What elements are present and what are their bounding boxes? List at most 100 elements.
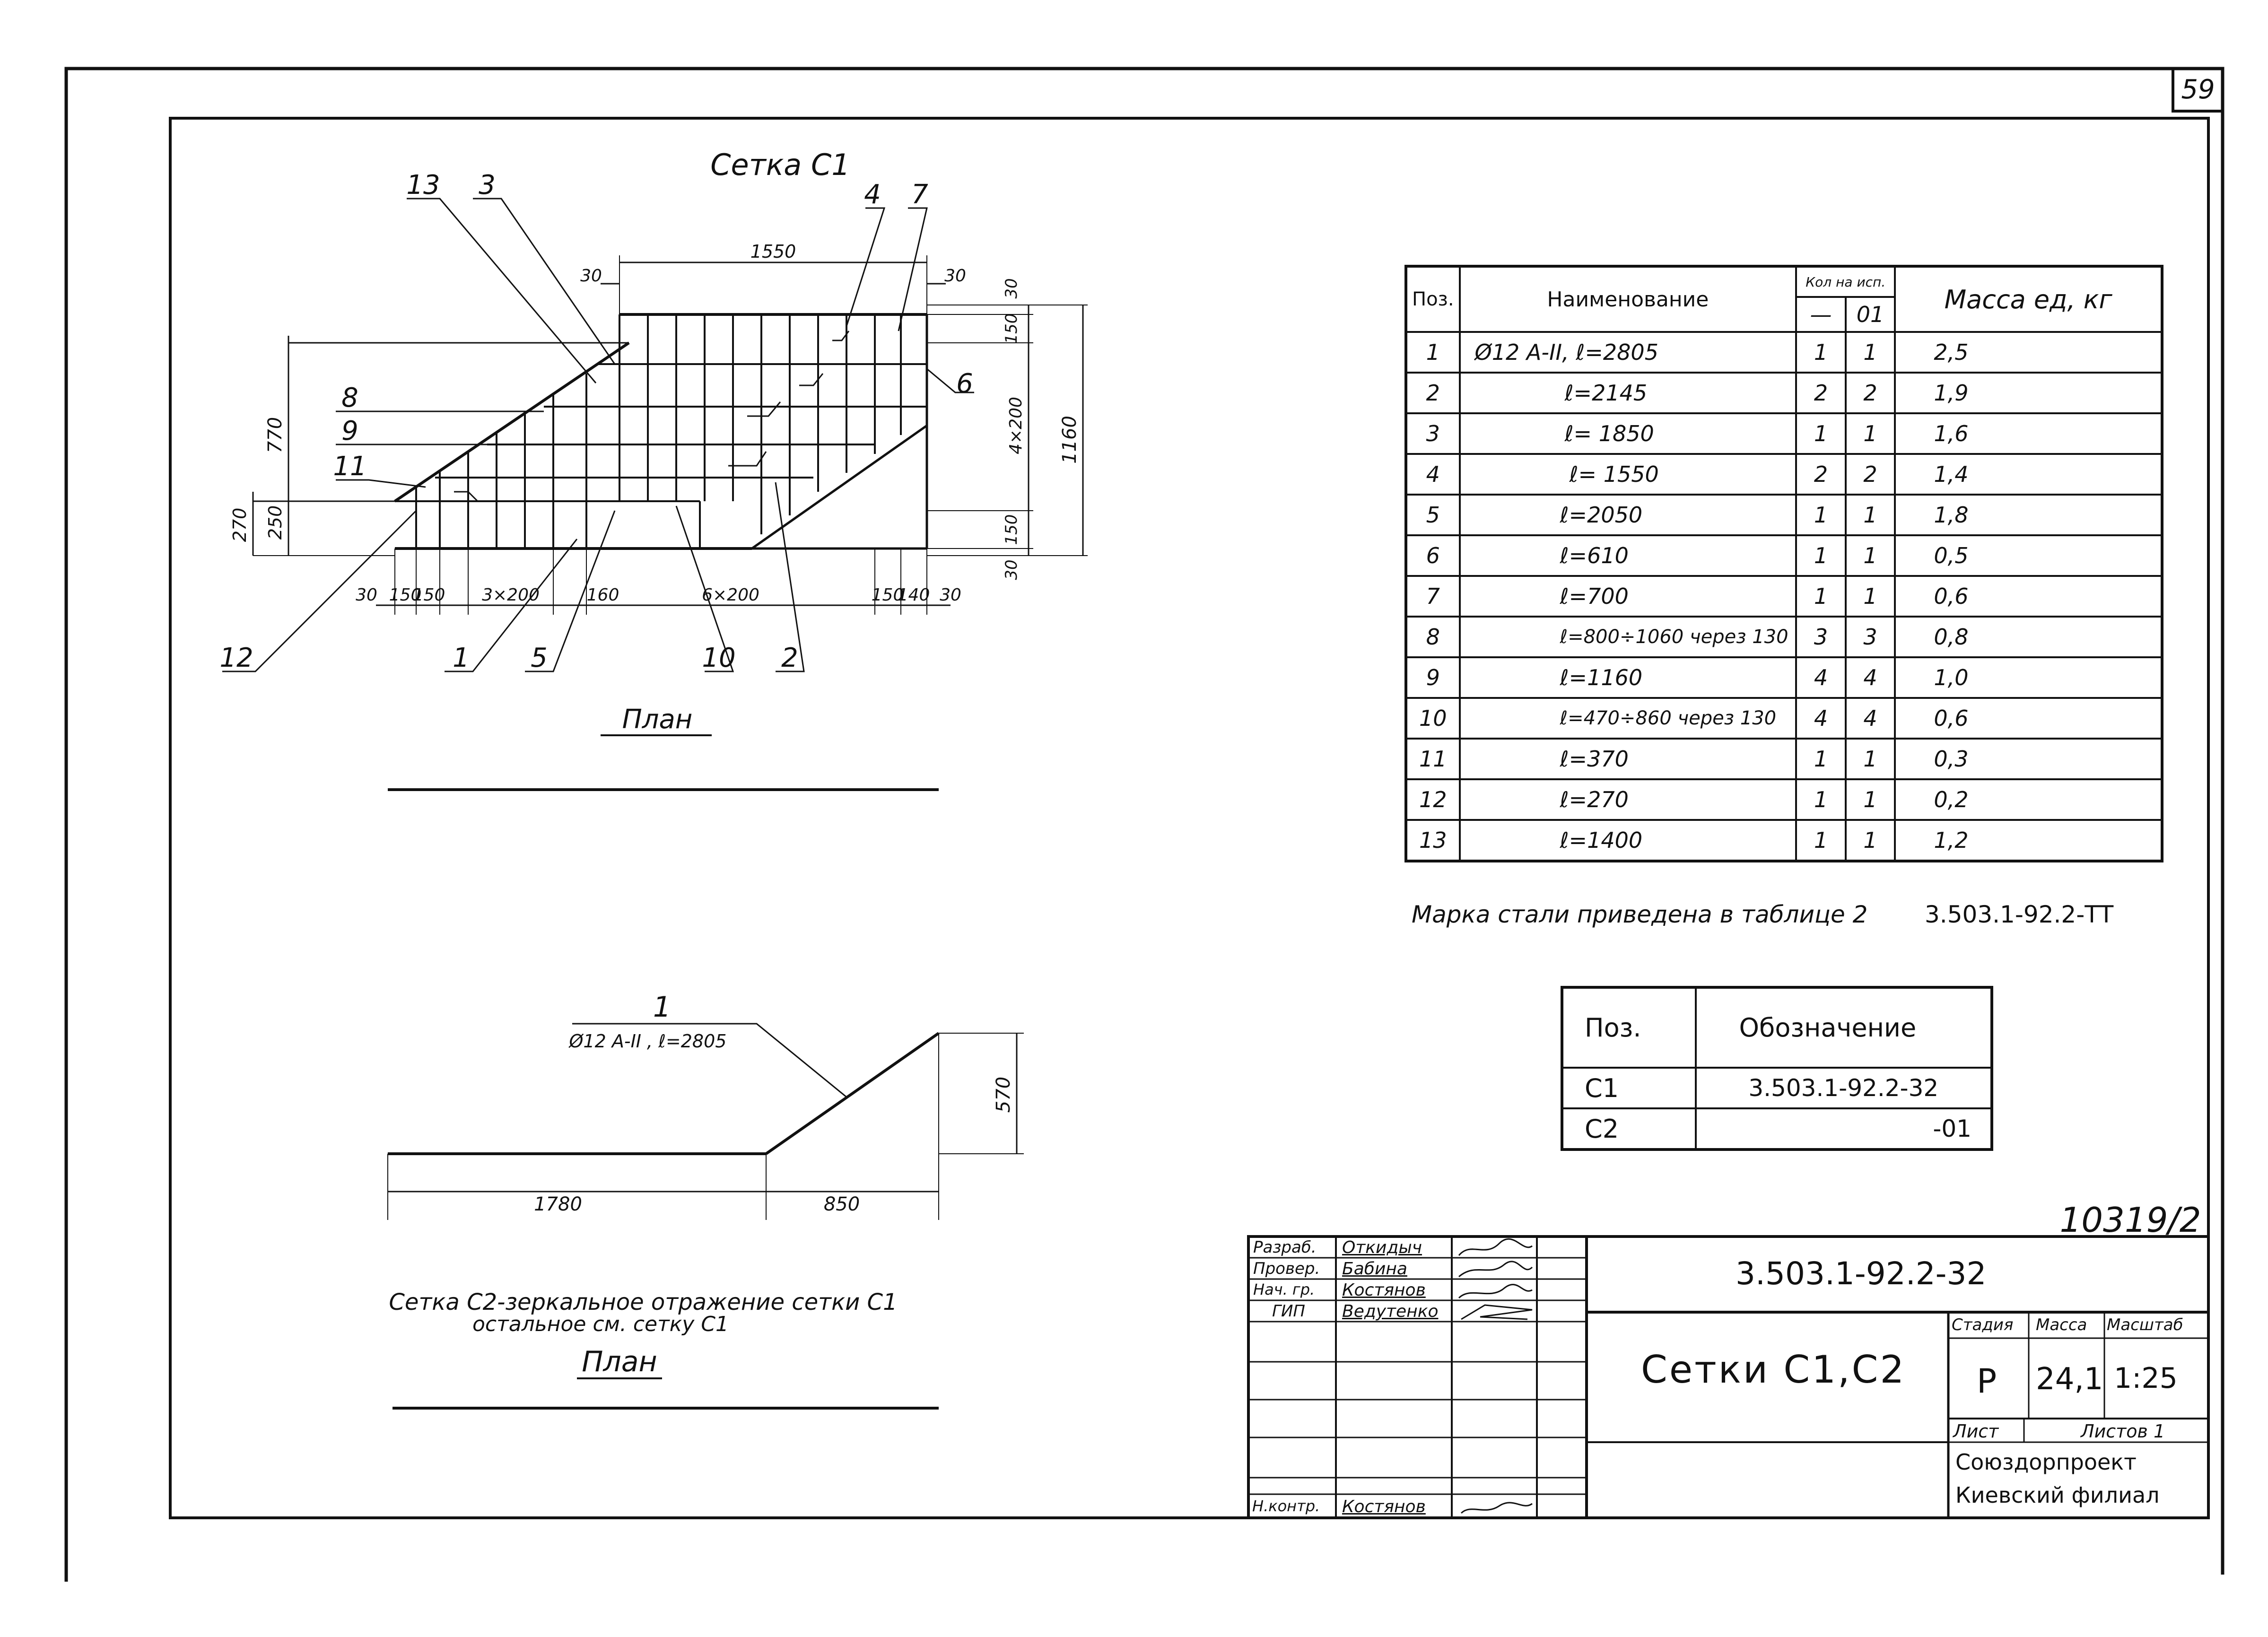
spec-header-qty-a: — (1795, 296, 1847, 333)
dim-right-total: 1160 (1059, 416, 1081, 464)
callout-9: 9 (341, 416, 358, 446)
dim-right-150-bot: 150 (1002, 514, 1021, 545)
name-developer: Откидыч (1342, 1238, 1422, 1257)
spec-pos: 13 (1405, 819, 1461, 862)
designation-code: 3.503.1-92.2-32 (1694, 1067, 1993, 1109)
spec-q2: 4 (1844, 656, 1896, 699)
spec-pos: 9 (1405, 656, 1461, 699)
spec-name: ℓ=1160 (1458, 656, 1797, 699)
spec-q2: 4 (1844, 697, 1896, 740)
mirror-note-2: остальное см. сетку С1 (472, 1312, 729, 1336)
spec-q1: 1 (1795, 819, 1847, 862)
spec-pos: 8 (1405, 616, 1461, 658)
specification-table: Поз. Наименование Кол на исп. Масса ед, … (1404, 265, 2163, 862)
spec-q1: 2 (1795, 372, 1847, 414)
name-norm-control: Костянов (1342, 1497, 1426, 1516)
inner-frame (169, 117, 2210, 1519)
spec-q2: 1 (1844, 819, 1896, 862)
designation-code: -01 (1694, 1107, 1993, 1150)
spec-q1: 1 (1795, 534, 1847, 577)
dim-right-30-bot: 30 (1002, 559, 1021, 580)
role-developer: Разраб. (1253, 1238, 1317, 1257)
spec-mass: 0,2 (1894, 778, 2163, 821)
spec-q2: 1 (1844, 494, 1896, 536)
designation-header-pos: Поз. (1561, 986, 1697, 1069)
dim-rise: 570 (993, 1077, 1014, 1113)
designation-pos: С2 (1561, 1107, 1697, 1150)
bar-1-profile (387, 1023, 1024, 1410)
spec-q1: 1 (1795, 778, 1847, 821)
spec-mass: 0,6 (1894, 575, 2163, 618)
spec-pos: 4 (1405, 453, 1461, 496)
signatures (1458, 1238, 1533, 1514)
callout-12: 12 (219, 643, 253, 673)
spec-q1: 1 (1795, 412, 1847, 455)
steel-grade-note: Марка стали приведена в таблице 2 (1412, 901, 1868, 928)
callout-6: 6 (956, 368, 973, 399)
spec-q2: 3 (1844, 616, 1896, 658)
name-group-head: Костянов (1342, 1280, 1426, 1300)
spec-name: ℓ=1400 (1458, 819, 1797, 862)
spec-name: ℓ=2145 (1458, 372, 1797, 414)
callout-5: 5 (531, 643, 548, 673)
spec-mass: 1,0 (1894, 656, 2163, 699)
dim-top-30-right: 30 (944, 266, 966, 286)
dim-left-270: 270 (229, 508, 250, 542)
dim-right-30-top: 30 (1002, 278, 1021, 298)
spec-pos: 7 (1405, 575, 1461, 618)
spec-name: ℓ=370 (1458, 738, 1797, 780)
spec-header-qty: Кол на исп. (1795, 265, 1896, 298)
callout-13: 13 (406, 170, 440, 200)
spec-name: ℓ=270 (1458, 778, 1797, 821)
spec-pos: 2 (1405, 372, 1461, 414)
plan-label-2: План (582, 1345, 657, 1378)
dim-bottom-6: 150 (872, 585, 904, 605)
dim-left-250: 250 (265, 505, 286, 540)
spec-q2: 1 (1844, 331, 1896, 374)
spec-pos: 10 (1405, 697, 1461, 740)
steel-grade-ref: 3.503.1-92.2-ТТ (1925, 901, 2114, 928)
dim-bottom-5: 6×200 (702, 585, 759, 605)
bottom-dim-labels: 30 150 150 3×200 160 6×200 150 140 30 (356, 585, 961, 605)
spec-pos: 12 (1405, 778, 1461, 821)
spec-q1: 4 (1795, 656, 1847, 699)
designation-header-name: Обозначение (1694, 986, 1993, 1069)
role-norm-control: Н.контр. (1252, 1497, 1320, 1515)
callout-labels: 13 3 4 7 6 8 9 11 12 1 5 10 2 (219, 170, 973, 673)
spec-q2: 2 (1844, 453, 1896, 496)
organization-branch: Киевский филиал (1955, 1482, 2160, 1508)
title-block-grid (1247, 1235, 2210, 1519)
dim-bottom-7: 140 (898, 585, 930, 605)
name-checker: Бабина (1342, 1259, 1407, 1279)
callout-8: 8 (341, 383, 358, 413)
spec-header-mass: Масса ед, кг (1894, 265, 2163, 333)
spec-mass: 0,6 (1894, 697, 2163, 740)
archive-number: 10319/2 (2059, 1200, 2201, 1240)
dim-top-30-left: 30 (580, 266, 602, 286)
spec-mass: 2,5 (1894, 331, 2163, 374)
sheet-number-box (2172, 67, 2224, 113)
dim-bottom-2: 150 (413, 585, 445, 605)
spec-pos: 11 (1405, 738, 1461, 780)
callout-10: 10 (702, 643, 735, 673)
spec-mass: 1,8 (1894, 494, 2163, 536)
spec-mass: 1,6 (1894, 412, 2163, 455)
spec-name: ℓ= 1550 (1458, 453, 1797, 496)
designation-table: Поз. Обозначение С1 3.503.1-92.2-32 С2 -… (1561, 986, 1993, 1151)
spec-name: ℓ=800÷1060 через 130 (1458, 616, 1797, 658)
callout-1: 1 (453, 643, 470, 673)
spec-header-qty-b: 01 (1844, 296, 1896, 333)
callout-4: 4 (864, 179, 881, 210)
plan-label-1: План (622, 704, 693, 735)
spec-header-pos: Поз. (1405, 265, 1461, 333)
dim-horizontal: 1780 (534, 1193, 582, 1215)
spec-name: ℓ=470÷860 через 130 (1458, 697, 1797, 740)
stage-value: Р (1977, 1362, 1997, 1401)
